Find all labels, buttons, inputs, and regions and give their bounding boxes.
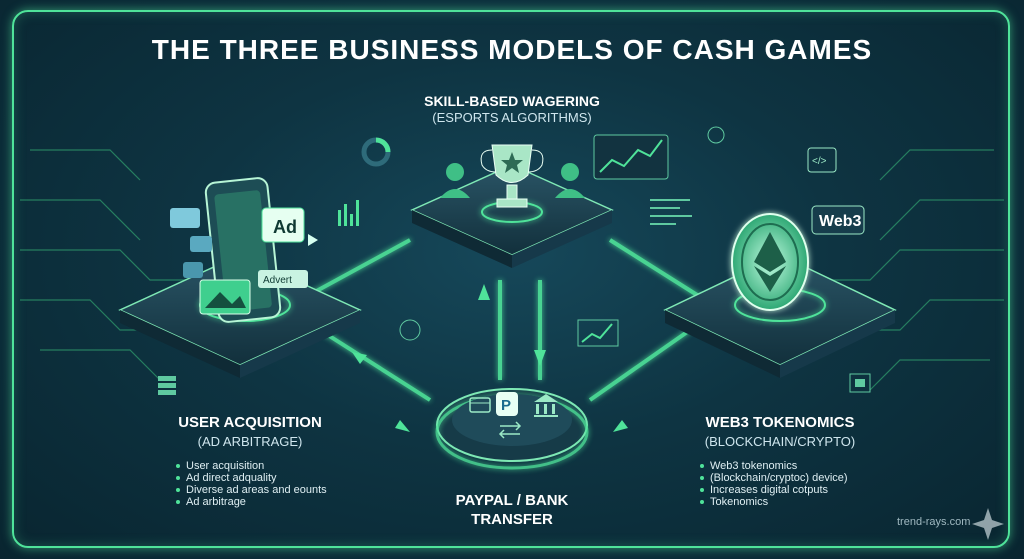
list-item: Web3 tokenomics — [698, 460, 848, 472]
diagram-frame — [12, 10, 1010, 548]
code-window-icon: </> — [807, 147, 837, 173]
svg-text:</>: </> — [812, 156, 827, 167]
platform-right — [663, 254, 897, 378]
list-item: (Blockchain/cryptoc) device) — [698, 472, 848, 484]
right-node-bullets: Web3 tokenomics (Blockchain/cryptoc) dev… — [698, 460, 848, 508]
flow-arrows — [352, 284, 628, 432]
list-item: User acquisition — [174, 460, 327, 472]
trophy-icon — [480, 144, 544, 208]
play-icon — [308, 234, 318, 246]
ad-card — [261, 207, 305, 243]
platform-top — [410, 164, 614, 268]
list-item: Ad direct adquality — [174, 472, 327, 484]
stack-icon — [158, 376, 176, 395]
top-node-sublabel: (ESPORTS ALGORITHMS) — [432, 110, 592, 125]
ethereum-coin-icon — [731, 213, 809, 311]
chat-bubble-icon — [170, 208, 212, 278]
svg-text:P: P — [501, 397, 511, 414]
list-item: Tokenomics — [698, 496, 848, 508]
diagram-title: THE THREE BUSINESS MODELS OF CASH GAMES — [151, 34, 873, 65]
gear-circle-icon — [399, 126, 725, 341]
bar-chart-icon — [338, 200, 359, 226]
list-item: Ad arbitrage — [174, 496, 327, 508]
paypal-icon: P — [496, 392, 518, 416]
advert-label: Advert — [263, 275, 292, 286]
growth-chart-icon — [577, 319, 619, 347]
right-node-sublabel: (BLOCKCHAIN/CRYPTO) — [704, 434, 856, 449]
card-icon — [469, 397, 491, 413]
bottom-node-label-line2: TRANSFER — [471, 511, 553, 528]
web3-badge — [811, 205, 865, 235]
connector-paths — [299, 238, 707, 402]
bank-icon — [534, 394, 558, 417]
chip-icon — [849, 373, 871, 393]
player-icon — [440, 163, 585, 198]
left-node-bullets: User acquisition Ad direct adquality Div… — [174, 460, 327, 508]
top-node-label: SKILL-BASED WAGERING — [424, 93, 600, 109]
transfer-arrows-icon — [498, 421, 522, 439]
list-item: Increases digital cotputs — [698, 484, 848, 496]
left-node-label: USER ACQUISITION — [178, 414, 322, 431]
watermark: trend-rays.com — [897, 516, 971, 528]
advert-card — [258, 270, 308, 288]
bottom-node-label-line1: PAYPAL / BANK — [455, 492, 569, 509]
right-node-label: WEB3 TOKENOMICS — [705, 414, 855, 431]
line-chart-panel — [593, 134, 669, 180]
web3-badge-label: Web3 — [819, 213, 861, 230]
sparkle-icon — [972, 508, 1004, 540]
circuit-lines — [20, 149, 1004, 391]
platform-bottom — [435, 388, 589, 470]
donut-chart-icon — [361, 137, 391, 167]
data-lines-icon — [650, 199, 692, 225]
image-ad-icon — [199, 279, 251, 315]
left-node-sublabel: (AD ARBITRAGE) — [197, 434, 303, 449]
list-item: Diverse ad areas and eounts — [174, 484, 327, 496]
ad-label: Ad — [273, 217, 297, 237]
